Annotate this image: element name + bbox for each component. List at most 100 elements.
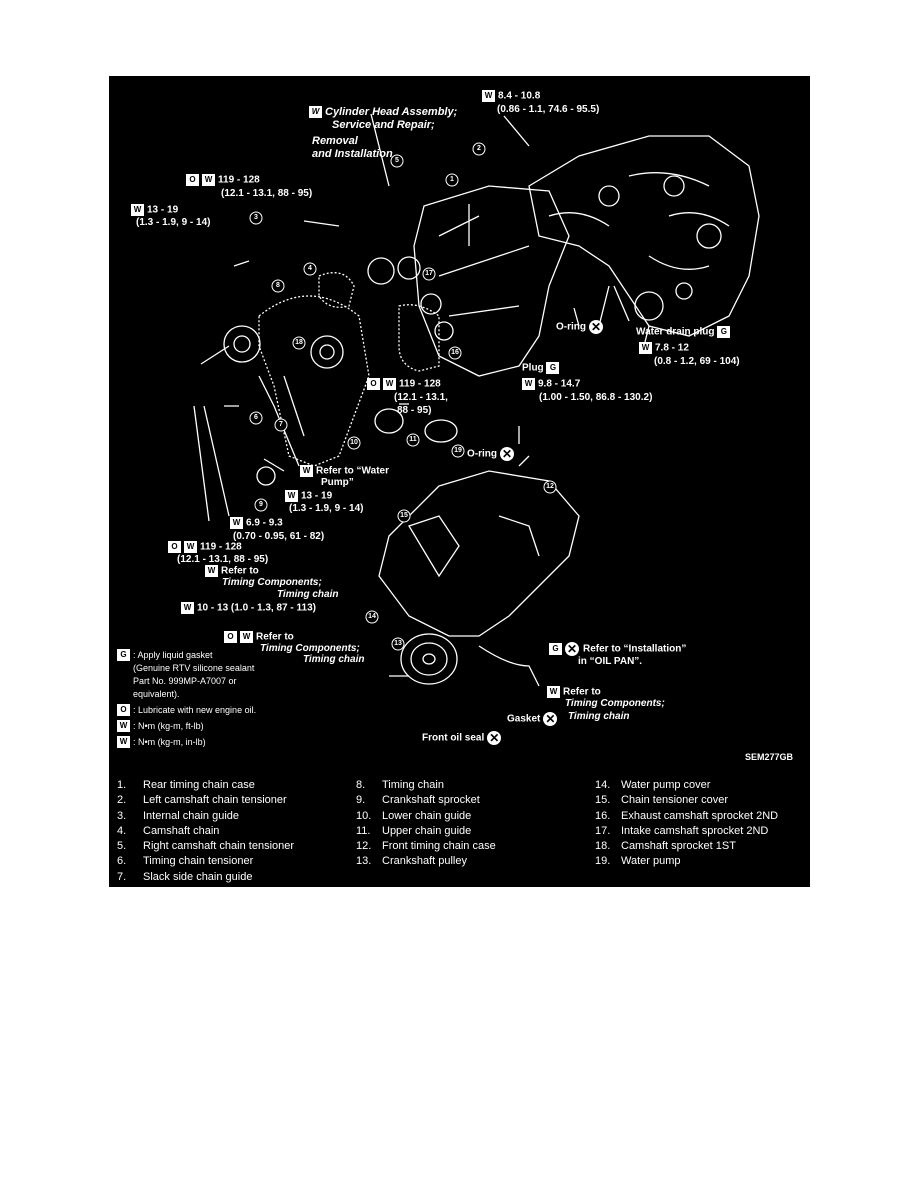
refer-install-1: G✕Refer to “Installation” xyxy=(549,642,686,656)
torque-wrench-icon: W xyxy=(202,174,215,186)
front-oil-seal: Front oil seal✕ xyxy=(422,731,502,745)
gasket-icon: G xyxy=(717,326,731,338)
oil-can-icon: O xyxy=(117,704,130,716)
callout-6: 6 xyxy=(254,414,258,421)
torque-wrench-icon: W xyxy=(205,565,218,577)
torque-wrench-icon: W xyxy=(300,465,313,477)
torque-wrench-icon: W xyxy=(285,490,298,502)
callout-8: 8 xyxy=(276,282,280,289)
plug-label: Plug G xyxy=(522,362,562,374)
parts-col-2: 8.Timing chain 9.Crankshaft sprocket 10.… xyxy=(356,778,496,870)
list-item: 15.Chain tensioner cover xyxy=(595,794,729,807)
torque-wrench-icon: W xyxy=(240,631,253,643)
legend-row: W: N•m (kg-m, ft-lb) xyxy=(117,720,367,733)
list-item: 17.Intake camshaft sprocket 2ND xyxy=(595,824,769,837)
oil-can-icon: O xyxy=(367,378,380,390)
oil-can-icon: O xyxy=(186,174,199,186)
callout-11: 11 xyxy=(409,436,417,443)
list-item: 10.Lower chain guide xyxy=(356,809,472,822)
callout-16: 16 xyxy=(451,349,459,356)
torque-wrench-icon: W xyxy=(117,736,130,748)
refer-tc3-3: Timing chain xyxy=(568,711,630,722)
list-item: 13.Crankshaft pulley xyxy=(356,855,467,868)
torque-6-9-sub: (0.70 - 0.95, 61 - 82) xyxy=(233,531,325,542)
torque-wrench-icon: W xyxy=(383,378,396,390)
torque-wrench-icon: W xyxy=(309,106,322,118)
torque-wrench-icon: W xyxy=(522,378,535,390)
engine-drawing xyxy=(193,113,760,687)
gasket-icon: G xyxy=(546,362,560,374)
parts-col-1: 1.Rear timing chain case 2.Left camshaft… xyxy=(117,778,294,885)
torque-119-left-sub: (12.1 - 13.1, 88 - 95) xyxy=(177,554,269,565)
list-item: 2.Left camshaft chain tensioner xyxy=(117,794,287,807)
legend-row: G: Apply liquid gasket (Genuine RTV sili… xyxy=(117,649,367,701)
legend-row: O: Lubricate with new engine oil. xyxy=(117,704,367,717)
callout-13: 13 xyxy=(394,640,402,647)
front-timing-case xyxy=(378,470,580,637)
callout-15: 15 xyxy=(400,512,408,519)
oring-mid: O-ring✕ xyxy=(467,447,514,461)
refer-water-2: Pump” xyxy=(321,477,354,488)
torque-wrench-icon: W xyxy=(117,720,130,732)
torque-119-mid-sub1: (12.1 - 13.1, xyxy=(394,392,448,403)
list-item: 7.Slack side chain guide xyxy=(117,870,253,883)
list-item: 11.Upper chain guide xyxy=(356,824,472,837)
callout-19: 19 xyxy=(454,447,462,454)
engine-block xyxy=(528,135,760,337)
list-item: 6.Timing chain tensioner xyxy=(117,855,254,868)
discard-icon: ✕ xyxy=(543,712,558,726)
discard-icon: ✕ xyxy=(500,447,514,461)
refer-install-2: in “OIL PAN”. xyxy=(578,656,643,667)
torque-wrench-icon: W xyxy=(639,342,652,354)
torque-wrench-icon: W xyxy=(482,90,495,102)
list-item: 16.Exhaust camshaft sprocket 2ND xyxy=(595,809,779,822)
callout-2: 2 xyxy=(477,145,481,152)
torque-119-mid-sub2: 88 - 95) xyxy=(397,405,432,416)
torque-wrench-icon: W xyxy=(184,541,197,553)
torque-wrench-icon: W xyxy=(181,602,194,614)
symbol-legend: G: Apply liquid gasket (Genuine RTV sili… xyxy=(117,649,367,752)
timing-chain xyxy=(258,295,370,467)
callout-7: 7 xyxy=(279,421,283,428)
oil-can-icon: O xyxy=(168,541,181,553)
gasket-label: Gasket✕ xyxy=(507,712,558,726)
figure-code: SEM277GB xyxy=(745,752,794,762)
oil-can-icon: O xyxy=(224,631,237,643)
refer-tc-2: Timing Components; xyxy=(222,577,322,588)
callout-4: 4 xyxy=(308,265,312,272)
callout-3: 3 xyxy=(254,214,258,221)
list-item: 5.Right camshaft chain tensioner xyxy=(117,840,295,853)
list-item: 9.Crankshaft sprocket xyxy=(356,794,480,807)
callout-10: 10 xyxy=(350,439,358,446)
rear-timing-case xyxy=(413,185,570,377)
discard-icon: ✕ xyxy=(565,642,579,656)
torque-8-4-sub: (0.86 - 1.1, 74.6 - 95.5) xyxy=(497,104,600,115)
list-item: 1.Rear timing chain case xyxy=(117,779,255,791)
gasket-icon: G xyxy=(117,649,130,661)
list-item: 14.Water pump cover xyxy=(595,779,711,791)
torque-wrench-icon: W xyxy=(547,686,560,698)
discard-icon: ✕ xyxy=(589,320,603,334)
list-item: 3.Internal chain guide xyxy=(117,809,240,822)
gasket-icon: G xyxy=(549,643,562,655)
cyl-head-line3: Removal xyxy=(312,135,358,147)
torque-wrench-icon: W xyxy=(230,517,243,529)
list-item: 19.Water pump xyxy=(595,855,681,868)
refer-tc2-3: Timing chain xyxy=(303,654,365,665)
refer-tc-3: Timing chain xyxy=(277,589,339,600)
discard-icon: ✕ xyxy=(487,731,502,745)
